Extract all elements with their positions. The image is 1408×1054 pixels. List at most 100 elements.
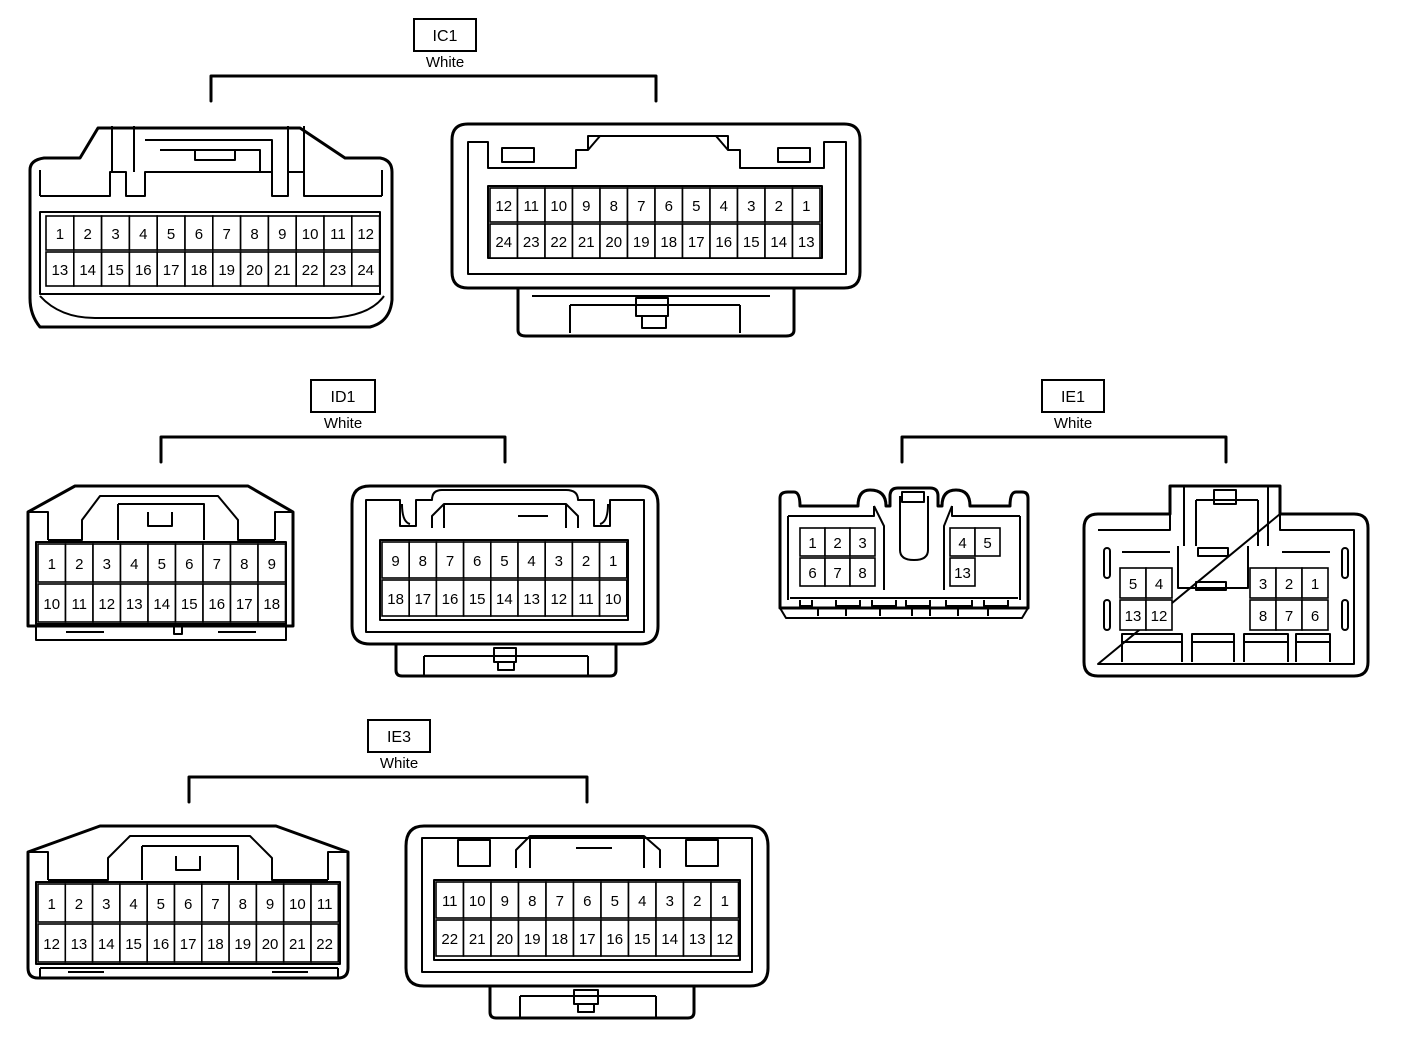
pin-cell [517, 919, 547, 957]
pin-cell [791, 187, 821, 223]
pin-number: 21 [289, 936, 306, 953]
pin-number: 18 [263, 596, 280, 613]
pin-number: 5 [692, 198, 700, 215]
pin-number: 14 [496, 591, 513, 608]
pin-number: 13 [52, 262, 69, 279]
pin-cell [736, 187, 766, 223]
pin-number: 3 [555, 553, 563, 570]
pin-cell [1119, 567, 1147, 599]
pin-number: 8 [1259, 608, 1267, 625]
pin-number: 5 [983, 535, 991, 552]
pin-number: 5 [500, 553, 508, 570]
pin-number: 13 [71, 936, 88, 953]
pin-cell [173, 923, 203, 963]
pin-number: 13 [523, 591, 540, 608]
pin-cell [37, 583, 67, 623]
pin-cell [1119, 599, 1147, 631]
pin-cell [64, 543, 94, 583]
pin-cell [147, 583, 177, 623]
pin-cell [710, 919, 740, 957]
pin-number: 22 [441, 931, 458, 948]
pin-cell [257, 543, 287, 583]
pin-number: 3 [858, 535, 866, 552]
pin-number: 8 [240, 556, 248, 573]
pin-cell [544, 223, 574, 259]
pin-cell [212, 251, 242, 287]
pin-number: 15 [181, 596, 198, 613]
pin-cell [282, 923, 312, 963]
pin-cell [544, 541, 574, 579]
pin-number: 8 [250, 226, 258, 243]
pin-number: 10 [550, 198, 567, 215]
pin-number: 4 [1155, 576, 1163, 593]
pin-cell [600, 919, 630, 957]
pin-cell [156, 251, 186, 287]
pin-number: 7 [213, 556, 221, 573]
pin-number: 2 [84, 226, 92, 243]
pin-cell [174, 543, 204, 583]
pin-cell [709, 187, 739, 223]
pin-cell [100, 215, 131, 251]
pin-number: 11 [578, 591, 594, 608]
pin-cell [626, 187, 656, 223]
ic1-bracket [209, 74, 658, 103]
pin-number: 9 [501, 893, 509, 910]
id1-bracket [159, 435, 507, 464]
pin-number: 22 [316, 936, 333, 953]
pin-number: 24 [357, 262, 374, 279]
pin-number: 11 [330, 226, 346, 243]
pin-cell [489, 541, 519, 579]
pin-number: 2 [775, 198, 783, 215]
pin-number: 16 [606, 931, 623, 948]
pin-number: 1 [609, 553, 617, 570]
pin-number: 8 [239, 896, 247, 913]
pin-cell [128, 215, 158, 251]
pin-number: 9 [582, 198, 590, 215]
pin-number: 15 [634, 931, 651, 948]
pin-number: 14 [79, 262, 96, 279]
pin-number: 13 [689, 931, 706, 948]
pin-number: 7 [223, 226, 231, 243]
ie3-male-housing [404, 824, 770, 1020]
pin-number: 4 [720, 198, 728, 215]
pin-cell [516, 223, 546, 259]
pin-number: 1 [56, 226, 64, 243]
pin-number: 19 [218, 262, 235, 279]
pin-cell [599, 187, 629, 223]
pin-number: 21 [469, 931, 486, 948]
pin-number: 16 [442, 591, 459, 608]
pin-number: 23 [330, 262, 347, 279]
pin-number: 2 [833, 535, 841, 552]
pin-cell [710, 881, 740, 919]
ic1-color: White [426, 54, 464, 71]
pin-number: 20 [605, 234, 622, 251]
pin-number: 18 [207, 936, 224, 953]
pin-number: 2 [75, 896, 83, 913]
pin-number: 6 [808, 565, 816, 582]
pin-number: 12 [43, 936, 60, 953]
pin-cell [323, 251, 353, 287]
pin-cell [764, 223, 794, 259]
pin-number: 14 [661, 931, 678, 948]
pin-cell [490, 881, 520, 919]
pin-cell [201, 923, 230, 963]
pin-number: 12 [716, 931, 733, 948]
pin-number: 5 [167, 226, 175, 243]
ie3-color: White [380, 755, 418, 772]
pin-cell [626, 223, 656, 259]
pin-number: 17 [163, 262, 180, 279]
pin-number: 15 [125, 936, 142, 953]
pin-number: 3 [103, 556, 111, 573]
pin-number: 17 [688, 234, 705, 251]
pin-cell [544, 579, 574, 617]
pin-number: 6 [665, 198, 673, 215]
pin-cell [45, 251, 75, 287]
pin-number: 4 [527, 553, 535, 570]
pin-cell [37, 883, 67, 923]
pin-cell [572, 881, 602, 919]
pin-number: 23 [523, 234, 540, 251]
pin-cell [1145, 567, 1173, 599]
